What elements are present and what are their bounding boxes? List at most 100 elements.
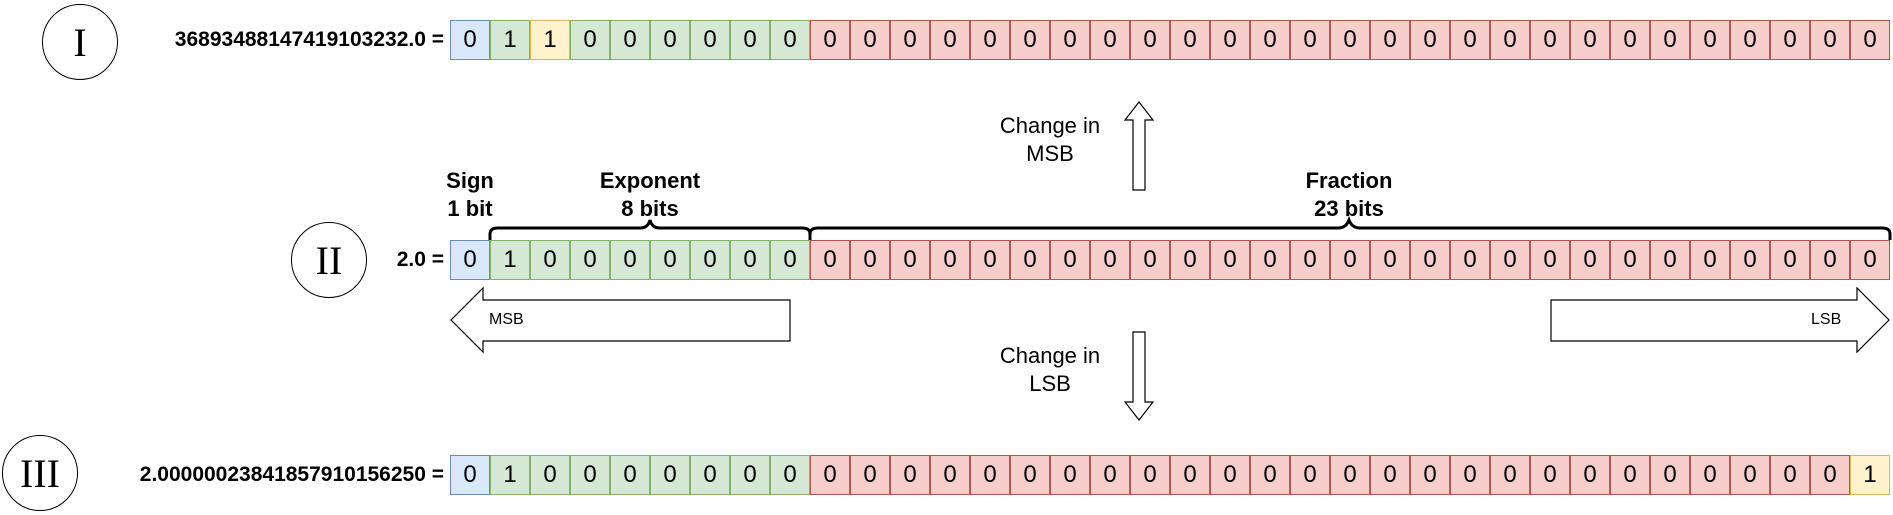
bit-cell: 0 [1490, 20, 1530, 60]
bit-cell: 0 [1530, 20, 1570, 60]
bit-cell: 0 [450, 20, 490, 60]
bit-cell: 0 [930, 240, 970, 280]
bit-cell: 0 [1650, 455, 1690, 495]
fraction-header-size: 23 bits [1314, 196, 1384, 221]
bit-cell: 0 [770, 240, 810, 280]
bit-cell: 0 [970, 240, 1010, 280]
fraction-header: Fraction 23 bits [1274, 167, 1424, 223]
bit-cell: 0 [1810, 20, 1850, 60]
row-1-numeral: I [42, 4, 118, 80]
bit-cell: 0 [610, 455, 650, 495]
bit-cell: 0 [850, 455, 890, 495]
bit-cell: 0 [1010, 240, 1050, 280]
bit-cell: 1 [490, 20, 530, 60]
bit-cell: 0 [1610, 455, 1650, 495]
sign-header-size: 1 bit [447, 196, 493, 221]
bit-cell: 0 [1690, 20, 1730, 60]
bit-cell: 0 [1210, 455, 1250, 495]
change-in-msb-note: Change in MSB [980, 112, 1120, 168]
bit-cell: 0 [1370, 20, 1410, 60]
row-3-value-label: 2.00000023841857910156250 = [139, 463, 444, 486]
bit-cell: 0 [1050, 20, 1090, 60]
bit-cell: 0 [730, 240, 770, 280]
exponent-brace [488, 219, 812, 240]
bit-cell: 0 [690, 240, 730, 280]
change-in-lsb-line2: LSB [1029, 371, 1071, 396]
bit-cell: 0 [970, 20, 1010, 60]
bit-cell: 0 [1490, 455, 1530, 495]
bit-cell: 0 [1610, 20, 1650, 60]
bit-cell: 0 [1450, 240, 1490, 280]
bit-cell: 0 [1490, 240, 1530, 280]
row-2-numeral-text: II [315, 237, 343, 283]
bit-cell: 0 [1650, 20, 1690, 60]
bit-cell: 0 [1170, 455, 1210, 495]
bit-cell: 0 [1690, 455, 1730, 495]
bit-cell: 0 [450, 240, 490, 280]
bit-cell: 0 [1530, 455, 1570, 495]
bit-cell: 0 [1250, 240, 1290, 280]
bit-cell: 0 [1250, 20, 1290, 60]
bit-cell: 0 [1410, 20, 1450, 60]
up-arrow-icon [1123, 101, 1155, 191]
bit-cell: 0 [1090, 240, 1130, 280]
bit-cell: 0 [1850, 240, 1890, 280]
lsb-right-arrow-icon [1550, 286, 1890, 354]
bit-cell: 0 [690, 455, 730, 495]
bit-cell: 0 [570, 20, 610, 60]
bit-cell: 0 [930, 20, 970, 60]
bit-cell: 0 [730, 455, 770, 495]
bit-cell: 0 [1410, 240, 1450, 280]
bit-cell: 0 [850, 20, 890, 60]
bit-cell: 0 [1810, 455, 1850, 495]
row-1-numeral-text: I [73, 19, 87, 65]
bit-cell: 0 [1330, 240, 1370, 280]
bit-cell: 0 [1530, 240, 1570, 280]
bit-cell: 0 [1610, 240, 1650, 280]
bit-cell: 0 [1770, 240, 1810, 280]
change-in-lsb-note: Change in LSB [980, 342, 1120, 398]
down-arrow-icon [1123, 331, 1155, 421]
bit-cell: 0 [1290, 455, 1330, 495]
fraction-header-name: Fraction [1305, 168, 1393, 193]
exponent-header-size: 8 bits [621, 196, 679, 221]
bit-cell: 0 [1770, 20, 1810, 60]
bit-cell: 0 [1170, 240, 1210, 280]
bit-cell: 0 [850, 240, 890, 280]
bit-cell: 0 [1290, 20, 1330, 60]
row-2-numeral: II [291, 222, 367, 298]
bit-cell: 0 [530, 240, 570, 280]
bit-cell: 0 [610, 240, 650, 280]
bit-cell: 0 [1210, 20, 1250, 60]
row-2-value-label: 2.0 = [396, 248, 444, 271]
bit-cell: 0 [770, 455, 810, 495]
bit-cell: 0 [1810, 240, 1850, 280]
bit-cell: 0 [1370, 240, 1410, 280]
bit-cell: 0 [570, 455, 610, 495]
bit-cell: 0 [930, 455, 970, 495]
bit-cell: 1 [1850, 455, 1890, 495]
bit-cell: 0 [810, 455, 850, 495]
change-in-lsb-line1: Change in [999, 343, 1101, 368]
bit-cell: 0 [610, 20, 650, 60]
bit-cell: 0 [1130, 455, 1170, 495]
bit-cell: 0 [650, 455, 690, 495]
fraction-brace [808, 215, 1892, 240]
bit-cell: 0 [890, 240, 930, 280]
bit-cell: 0 [1650, 240, 1690, 280]
bit-cell: 0 [1090, 455, 1130, 495]
bit-cell: 0 [650, 20, 690, 60]
bit-cell: 0 [570, 240, 610, 280]
bit-cell: 0 [650, 240, 690, 280]
bit-cell: 0 [1450, 455, 1490, 495]
bit-cell: 0 [1730, 455, 1770, 495]
bit-cell: 0 [1050, 240, 1090, 280]
bit-cell: 0 [1130, 240, 1170, 280]
row-3-numeral: III [2, 435, 78, 511]
bit-cell: 0 [530, 455, 570, 495]
bit-cell: 0 [1570, 455, 1610, 495]
bit-cell: 0 [1210, 240, 1250, 280]
bit-cell: 0 [1010, 20, 1050, 60]
